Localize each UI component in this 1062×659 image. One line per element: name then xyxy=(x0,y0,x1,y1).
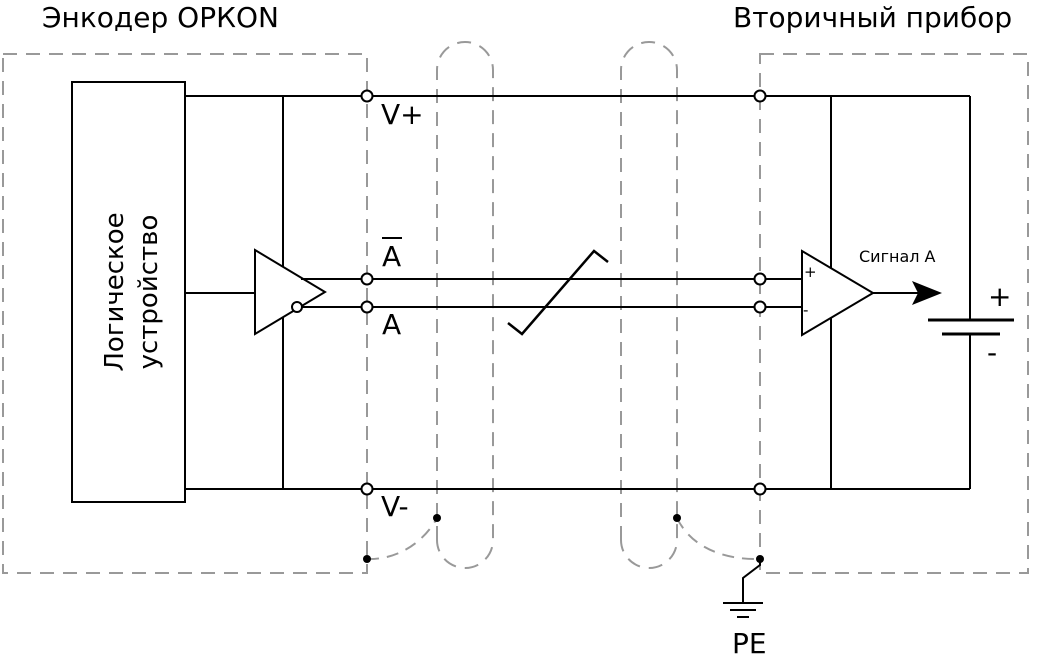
shield-drain-right xyxy=(676,517,761,561)
logic-device-box xyxy=(71,81,186,503)
pe-label: PE xyxy=(732,627,767,659)
a-bar-label: A xyxy=(382,240,401,273)
terminal-receiver-v-minus xyxy=(753,482,767,496)
pe-ground-wire xyxy=(742,559,761,603)
receiver-enclosure xyxy=(759,53,1029,574)
shield-junction-encoder xyxy=(363,555,371,563)
terminal-encoder-v-plus xyxy=(360,89,374,103)
battery-minus-label: - xyxy=(987,336,997,369)
line-driver xyxy=(254,248,327,336)
logic-device-label-2: устройство xyxy=(134,215,164,370)
battery-plus-label: + xyxy=(988,280,1011,313)
terminal-receiver-v-plus xyxy=(753,89,767,103)
twisted-pair-symbol xyxy=(507,249,609,336)
shield-junction-left-loop xyxy=(433,514,441,522)
signal-a-arrow-icon xyxy=(912,281,942,305)
shield-loop-left xyxy=(436,41,494,569)
terminal-encoder-a xyxy=(360,300,374,314)
terminal-receiver-a-bar xyxy=(753,272,767,286)
shield-junction-right-loop xyxy=(673,514,681,522)
shield-loop-right xyxy=(620,41,678,569)
a-label: A xyxy=(382,308,401,341)
encoder-title: Энкодер ОРКОN xyxy=(42,1,279,34)
v-plus-label: V+ xyxy=(381,98,424,131)
receiver-title: Вторичный прибор xyxy=(733,1,1012,34)
comparator xyxy=(801,249,875,337)
signal-a-label: Сигнал A xyxy=(859,247,936,266)
logic-device-label-1: Логическое xyxy=(100,212,130,371)
driver-invert-bubble xyxy=(291,301,303,313)
terminal-encoder-v-minus xyxy=(360,482,374,496)
shield-drain-left xyxy=(366,517,438,561)
comparator-minus-label: - xyxy=(803,301,808,319)
terminal-receiver-a xyxy=(753,300,767,314)
comparator-plus-label: + xyxy=(804,263,817,281)
v-minus-label: V- xyxy=(381,490,409,523)
terminal-encoder-a-bar xyxy=(360,272,374,286)
